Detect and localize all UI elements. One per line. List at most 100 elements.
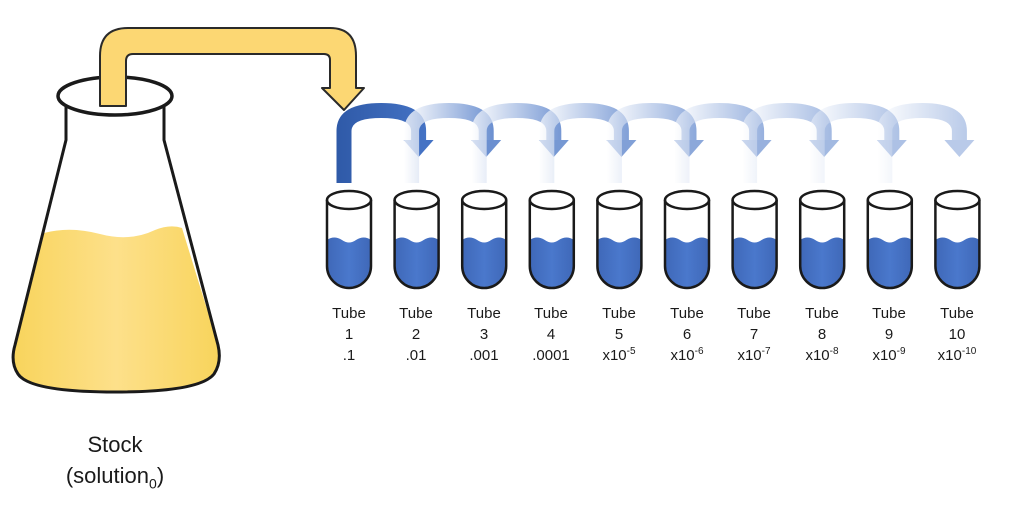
dilution-arrow-shaft <box>809 103 900 183</box>
tube-label-number: 2 <box>411 326 421 343</box>
tube-rim <box>596 189 643 211</box>
dilution-arrow <box>877 103 975 183</box>
tube-label-dilution: .0001 <box>532 347 570 364</box>
tube-label-dilution: x10-9 <box>854 345 924 366</box>
tube-rim <box>934 189 981 211</box>
stock-subtitle-subscript: 0 <box>149 475 157 492</box>
dilution-base: x10 <box>805 347 830 364</box>
stock-flask <box>11 75 221 394</box>
tube-label-name: Tube <box>805 305 839 322</box>
tube-label-number: 9 <box>884 326 894 343</box>
tube-rim <box>325 189 373 211</box>
tube-outline <box>663 200 711 290</box>
test-tube <box>934 189 981 290</box>
test-tube <box>731 189 778 290</box>
dilution-arrow-shaft <box>674 103 765 183</box>
tube-label: Tube 7 x10-7 <box>719 303 789 366</box>
dilution-base: x10 <box>872 347 897 364</box>
dilution-base: x10 <box>937 347 962 364</box>
tube-liquid <box>597 237 642 288</box>
test-tubes <box>325 189 981 290</box>
dilution-exponent: -7 <box>761 346 771 357</box>
tube-label: Tube 3 .001 <box>449 303 519 366</box>
tube-label: Tube 4 .0001 <box>516 303 586 366</box>
tube-liquid <box>394 237 439 288</box>
dilution-arrow-shaft <box>606 103 697 183</box>
tube-label-dilution: .01 <box>405 347 427 364</box>
tube-liquid <box>665 237 709 288</box>
dilution-arrow-shaft <box>471 103 562 183</box>
tube-rim <box>528 189 576 211</box>
stock-subtitle-prefix: (solution <box>65 463 150 488</box>
tube-outline <box>528 200 576 290</box>
tube-liquid <box>529 237 574 288</box>
test-tube <box>663 189 711 290</box>
tube-outline <box>866 200 914 290</box>
dilution-arrow-shaft <box>336 103 427 183</box>
tube-label: Tube 10 x10-10 <box>922 303 992 366</box>
tube-rim <box>798 189 846 211</box>
tube-label-dilution: .1 <box>342 347 356 364</box>
stock-liquid <box>13 226 220 392</box>
dilution-exponent: -6 <box>694 346 704 357</box>
tube-outline <box>596 200 643 290</box>
tube-outline <box>798 200 846 290</box>
test-tube <box>325 189 373 290</box>
tube-liquid <box>732 237 777 288</box>
tube-liquid <box>800 237 845 288</box>
tube-label-number: 10 <box>948 326 966 343</box>
test-tube <box>393 189 440 290</box>
tube-label-name: Tube <box>399 305 433 322</box>
tube-outline <box>393 200 440 290</box>
dilution-arrow-shaft <box>404 103 494 183</box>
tube-label-name: Tube <box>467 305 501 322</box>
test-tube <box>460 189 508 290</box>
stock-flask-outline <box>11 99 221 394</box>
tube-rim <box>663 189 711 211</box>
tube-label-number: 7 <box>749 326 759 343</box>
test-tube <box>528 189 576 290</box>
tube-liquid <box>867 237 912 288</box>
stock-subtitle-suffix: ) <box>156 463 165 488</box>
tube-label: Tube 2 .01 <box>381 303 451 366</box>
stock-subtitle: (solution0) <box>40 461 190 498</box>
tube-label-number: 3 <box>479 326 489 343</box>
tube-label-number: 8 <box>817 326 827 343</box>
dilution-arrow-shaft <box>742 103 832 183</box>
tube-label: Tube 5 x10-5 <box>584 303 654 366</box>
tube-label-dilution: x10-5 <box>584 345 654 366</box>
dilution-arrow-shaft <box>877 103 967 183</box>
tube-label-name: Tube <box>332 305 366 322</box>
tube-label-dilution: x10-7 <box>719 345 789 366</box>
tube-label-number: 1 <box>344 326 354 343</box>
dilution-exponent: -5 <box>626 346 636 357</box>
tube-liquid <box>935 237 980 288</box>
tube-label-name: Tube <box>670 305 704 322</box>
tube-liquid <box>327 237 371 288</box>
tube-liquid <box>462 237 507 288</box>
dilution-base: x10 <box>737 347 762 364</box>
tube-rim <box>460 189 508 211</box>
dilution-exponent: -9 <box>896 346 906 357</box>
tube-label-name: Tube <box>602 305 636 322</box>
tube-label-dilution: x10-10 <box>922 345 992 366</box>
tube-outline <box>325 200 373 290</box>
dilution-arrows <box>336 103 975 183</box>
tube-label: Tube 1 .1 <box>314 303 384 366</box>
tube-label-name: Tube <box>872 305 906 322</box>
tube-label-name: Tube <box>940 305 974 322</box>
tube-rim <box>731 189 778 211</box>
test-tube <box>798 189 846 290</box>
test-tube <box>866 189 914 290</box>
tube-label-dilution: x10-6 <box>652 345 722 366</box>
transfer-arrow <box>99 27 365 111</box>
dilution-base: x10 <box>602 347 627 364</box>
tube-outline <box>934 200 981 290</box>
test-tube <box>596 189 643 290</box>
tube-label-number: 5 <box>614 326 624 343</box>
tube-outline <box>731 200 778 290</box>
tube-label: Tube 6 x10-6 <box>652 303 722 366</box>
dilution-arrow-shaft <box>539 103 629 183</box>
dilution-arrow-head <box>944 140 975 157</box>
